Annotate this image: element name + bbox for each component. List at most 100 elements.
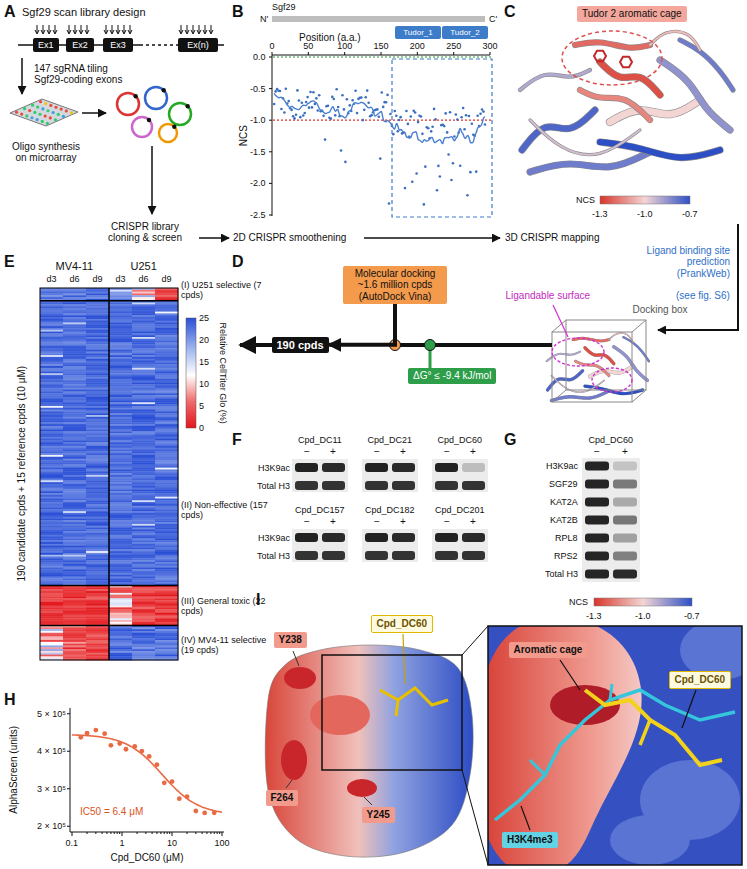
panel-h-chart — [67, 708, 224, 836]
protein-ribbon — [610, 100, 700, 122]
microarray-spot — [30, 116, 33, 119]
blot-band — [365, 533, 388, 542]
axis-tick-label: 200 — [410, 41, 425, 51]
sgrna-mark — [73, 25, 77, 34]
leader-line — [293, 651, 299, 666]
sgrna-mark — [67, 25, 71, 34]
label-text: KAT2B — [550, 515, 578, 525]
label-text: C — [504, 3, 516, 20]
data-point — [468, 115, 471, 118]
plasmid-insert — [172, 125, 176, 129]
blot-band — [392, 533, 415, 542]
label-text: d6 — [139, 274, 149, 284]
data-point — [370, 114, 373, 117]
blot-band — [322, 463, 345, 472]
step-note: (see fig. S6) — [676, 290, 730, 302]
data-point — [287, 100, 290, 103]
label-text: -1.5 — [250, 147, 266, 157]
data-point — [462, 107, 465, 110]
data-point — [332, 98, 335, 101]
cluster-label: (II) Non-effective (157 cpds) — [181, 500, 271, 521]
axis-tick — [269, 57, 272, 58]
data-point — [430, 130, 433, 133]
data-point — [330, 117, 333, 120]
ribbon-outline — [680, 40, 733, 90]
ribbon-outline — [623, 337, 648, 361]
callout-box: Tudor 2 aromatic cage — [577, 6, 687, 22]
data-point — [311, 106, 314, 109]
label-text: Ligand binding site prediction (PrankWeb… — [647, 245, 730, 279]
label-text: NCS — [237, 125, 248, 146]
blot-band — [613, 534, 637, 543]
data-point — [351, 99, 354, 102]
sgrna-mark — [85, 25, 89, 34]
data-point — [417, 121, 420, 124]
data-point — [459, 164, 462, 167]
treatment-sign: + — [330, 516, 336, 528]
axis-tick-label: -1.0 — [250, 115, 266, 125]
label-text: Oligo synthesis on microarray — [12, 141, 80, 164]
label-text: 1 — [120, 838, 125, 848]
label-text: 200 — [410, 41, 425, 51]
label-text: Cpd_DC21 — [368, 435, 413, 445]
node-text: Ex1 — [38, 40, 54, 50]
label-text: 0.0 — [253, 52, 266, 62]
column-label: d6 — [70, 274, 80, 284]
protein-bar — [272, 16, 485, 22]
panel-c-structure — [520, 31, 738, 330]
callout-label: Docking box — [633, 304, 688, 316]
leader-line — [560, 660, 580, 690]
axis-tick-label: 1 — [120, 838, 125, 848]
microarray-spot — [65, 109, 68, 112]
axis-tick — [490, 52, 491, 55]
sgrna-mark — [209, 25, 213, 34]
panel-letter: G — [504, 431, 516, 449]
colorbar-tick-label: -0.7 — [682, 209, 698, 219]
data-point — [305, 101, 308, 104]
data-point — [386, 94, 389, 97]
sgrna-mark — [179, 25, 183, 34]
label-text: 25 — [199, 313, 209, 323]
data-point — [421, 133, 424, 136]
label-text: 5 — [199, 401, 204, 411]
step-label: Oligo synthesis on microarray — [6, 141, 86, 164]
label-text: C' — [489, 14, 497, 24]
smoothed-line — [274, 93, 485, 143]
colorbar-title: NCS — [569, 597, 588, 607]
ribbon-outline — [610, 100, 700, 122]
plasmid-insert — [162, 88, 166, 92]
treatment-sign: + — [470, 446, 476, 458]
treatment-sign: + — [400, 446, 406, 458]
blot-band — [435, 533, 458, 542]
blot-band — [435, 551, 458, 560]
data-point — [293, 117, 296, 120]
label-text: 0.1 — [66, 838, 79, 848]
blot-membrane — [432, 459, 488, 492]
domain-box: Tudor_2 — [442, 26, 488, 39]
data-point — [348, 104, 351, 107]
data-point — [411, 180, 414, 183]
exon-box: Ex2 — [66, 38, 94, 52]
axis-tick — [145, 832, 146, 834]
axis-tick-label: 100 — [337, 41, 352, 51]
axis-tick-label: -2.5 — [250, 210, 266, 220]
plasmid — [132, 117, 152, 137]
protein-ribbon — [520, 70, 590, 90]
fit-annotation: IC50 = 6.4 μM — [80, 806, 143, 818]
axis-tick-label: 2 × 10⁵ — [37, 821, 66, 831]
sgrna-mark — [104, 25, 108, 34]
axis-tick — [67, 788, 70, 789]
microarray-spot — [57, 113, 60, 116]
panel-g-blots — [582, 458, 640, 582]
label-text: 3 × 10⁵ — [37, 784, 66, 794]
data-point — [415, 172, 418, 175]
axis-tick — [269, 120, 272, 121]
blot-membrane — [292, 459, 348, 492]
surface-patch — [610, 815, 690, 865]
colorbar-title: Relative CellTiter Glo (%) — [217, 323, 227, 424]
label-text: (I) U251 selective (7 cpds) — [181, 280, 262, 300]
axis-tick-label: 0 — [270, 41, 275, 51]
axis-tick — [172, 832, 173, 836]
label-text: Cpd_DC182 — [365, 505, 415, 515]
